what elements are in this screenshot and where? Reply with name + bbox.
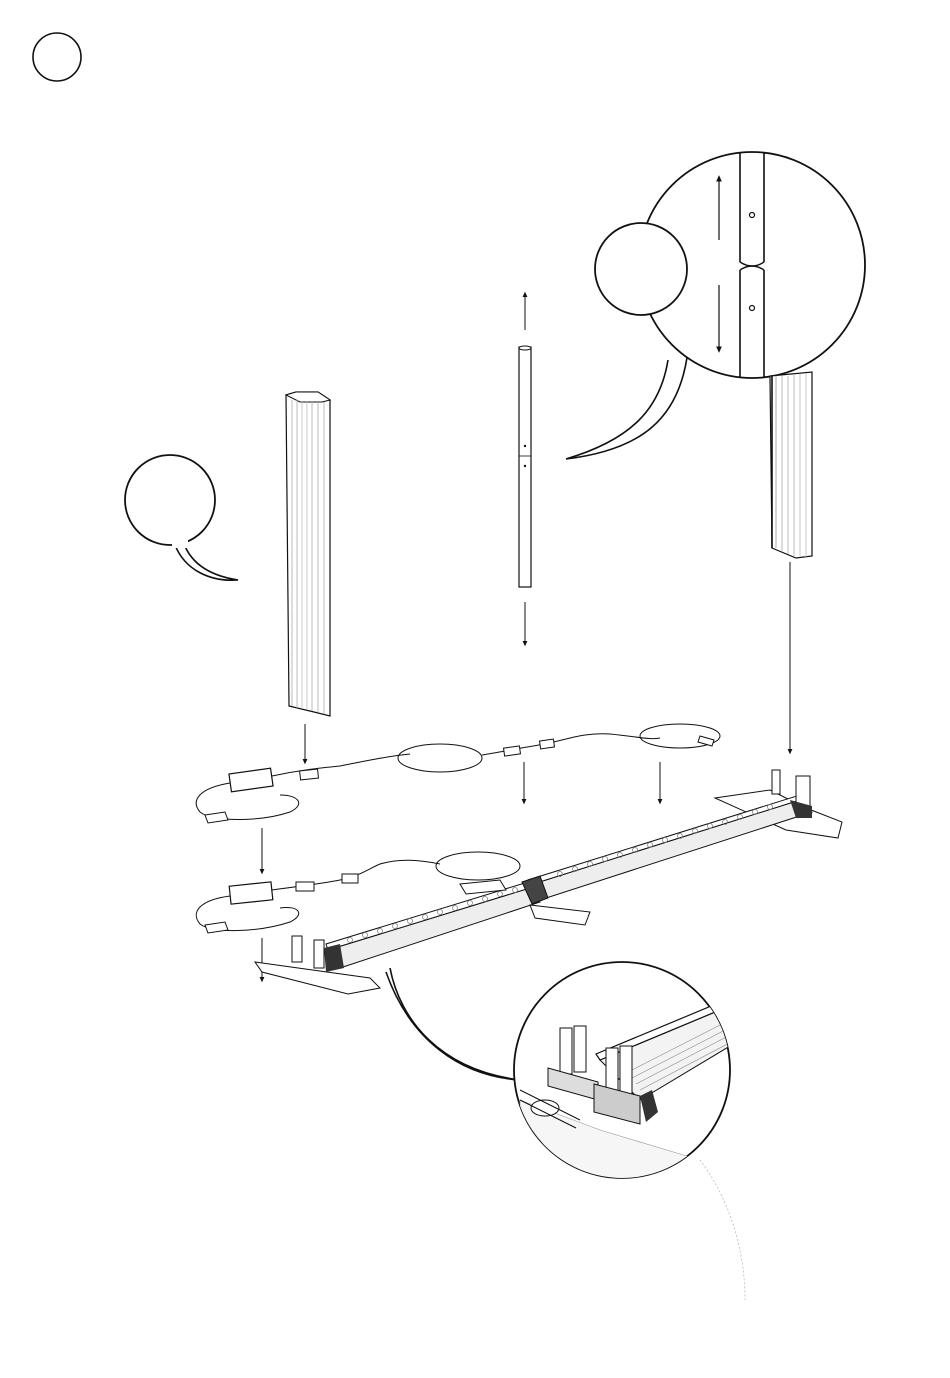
step-number-circle-icon (33, 33, 81, 81)
lower-rail (255, 876, 590, 994)
center-pole (519, 294, 531, 644)
connector-detail-callout (386, 962, 745, 1300)
left-panel (286, 392, 330, 716)
panel-note-callout (125, 455, 238, 580)
upper-power-adapter-icon (229, 768, 273, 792)
upper-power-cable (196, 724, 720, 823)
right-panel (770, 372, 812, 558)
joint-note-callout (595, 223, 687, 315)
upper-rail (528, 770, 842, 900)
lower-power-adapter-icon (229, 882, 273, 904)
